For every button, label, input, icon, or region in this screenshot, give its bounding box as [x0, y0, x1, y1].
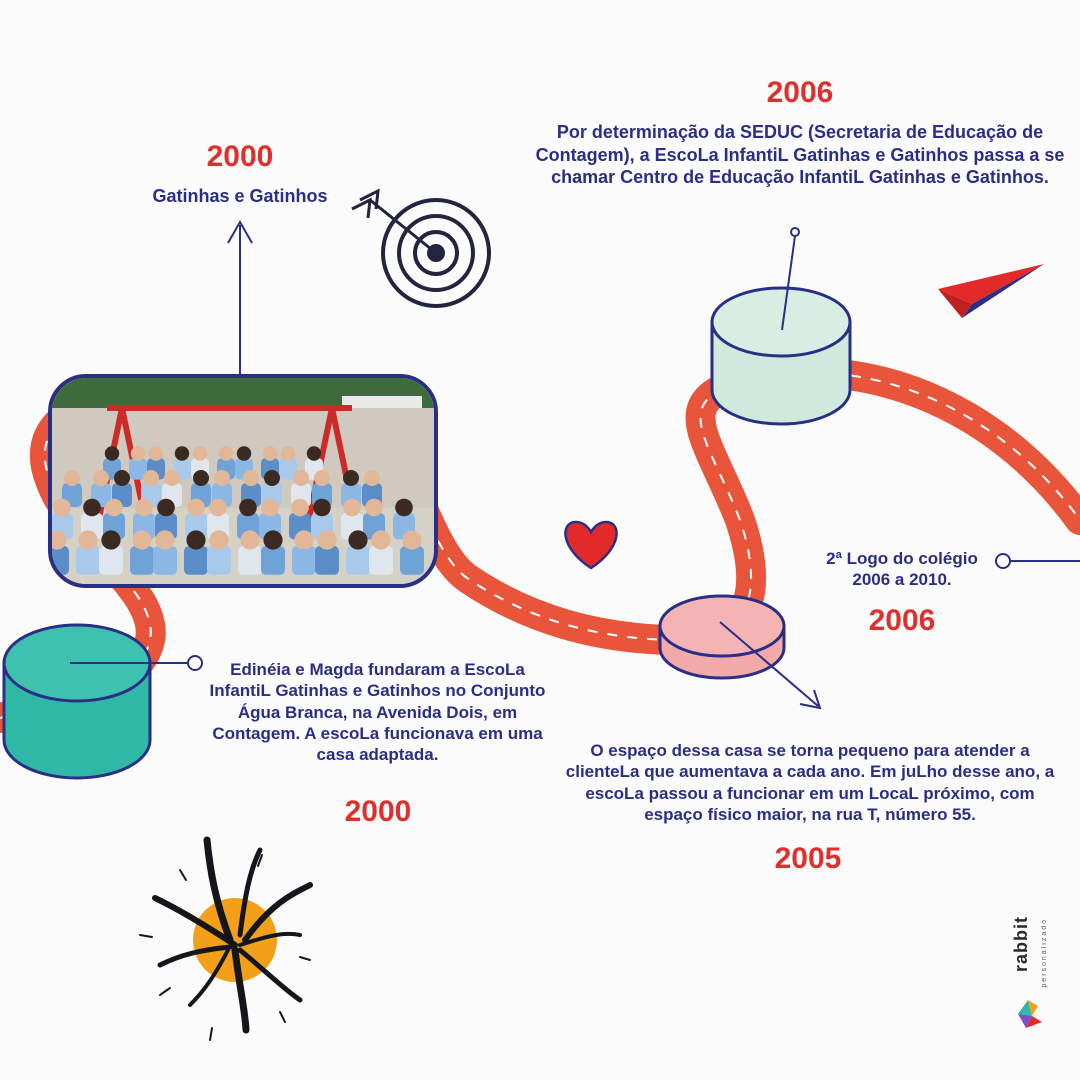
year-2006-logo: 2006: [868, 604, 936, 637]
child-body: [207, 546, 231, 575]
sun-burst-icon: [139, 836, 313, 1041]
child-head: [155, 530, 175, 550]
child-head: [164, 470, 180, 486]
child-head: [317, 530, 337, 550]
child-head: [157, 498, 175, 517]
child-head: [395, 498, 413, 517]
child-head: [130, 446, 146, 461]
child-head: [343, 470, 359, 486]
child-head: [148, 446, 164, 461]
child-head: [262, 446, 278, 461]
children-group: [52, 446, 424, 575]
child-head: [218, 446, 234, 461]
child-head: [52, 530, 67, 550]
pointer-2006-logo: [995, 553, 1080, 569]
milestone-2006-logo-text: 2ª Logo do colégio 2006 a 2010.: [826, 549, 978, 590]
child-head: [343, 498, 361, 517]
brand-logo: rabbit personalizado: [1002, 912, 1054, 1032]
child-head: [174, 446, 190, 461]
child-head: [261, 498, 279, 517]
child-head: [64, 470, 80, 486]
pointer-2000-found: [70, 655, 203, 671]
child-head: [294, 530, 314, 550]
rabbit-icon: [1018, 1000, 1042, 1028]
child-head: [209, 530, 229, 550]
child-head: [240, 530, 260, 550]
child-head: [243, 470, 259, 486]
target-icon: [351, 188, 491, 308]
milestone-2006-name-text: Por determinação da SEDUC (Secretaria de…: [535, 122, 1065, 187]
photo-illustration: [52, 378, 434, 584]
arrow-2005: [719, 621, 822, 710]
cylinder-pink: [658, 594, 786, 680]
child-head: [187, 498, 205, 517]
child-body: [279, 458, 297, 480]
child-body: [129, 458, 147, 480]
child-head: [209, 498, 227, 517]
child-head: [93, 470, 109, 486]
child-head: [83, 498, 101, 517]
child-body: [130, 546, 154, 575]
milestone-2000-found-text: Edinéia e Magda fundaram a EscoLa Infant…: [209, 660, 546, 764]
milestone-2000-name-text: Gatinhas e Gatinhos: [152, 186, 328, 206]
child-head: [264, 470, 280, 486]
child-body: [153, 546, 177, 575]
child-head: [105, 498, 123, 517]
child-body: [346, 546, 370, 575]
arrow-2000-name: [227, 219, 253, 378]
child-head: [364, 470, 380, 486]
year-2000-name: 2000: [206, 140, 274, 173]
child-head: [306, 446, 322, 461]
child-head: [192, 446, 208, 461]
child-head: [104, 446, 120, 461]
year-2000-found: 2000: [344, 795, 412, 828]
child-head: [53, 498, 71, 517]
child-head: [263, 530, 283, 550]
brand-tagline: personalizado: [1041, 918, 1048, 988]
child-head: [114, 470, 130, 486]
child-body: [184, 546, 208, 575]
child-head: [371, 530, 391, 550]
child-head: [280, 446, 296, 461]
child-head: [78, 530, 98, 550]
heart-icon: [564, 520, 618, 570]
child-head: [348, 530, 368, 550]
child-head: [293, 470, 309, 486]
milestone-2005-text: O espaço dessa casa se torna pequeno par…: [565, 741, 1055, 824]
child-head: [236, 446, 252, 461]
child-head: [101, 530, 121, 550]
child-body: [76, 546, 100, 575]
child-body: [315, 546, 339, 575]
brand-name: rabbit: [1011, 916, 1031, 973]
child-head: [132, 530, 152, 550]
child-head: [313, 498, 331, 517]
child-head: [314, 470, 330, 486]
child-body: [52, 546, 69, 575]
paper-plane-icon: [938, 264, 1044, 318]
pointer-2006-name: [781, 227, 800, 331]
child-head: [193, 470, 209, 486]
child-body: [238, 546, 262, 575]
child-body: [99, 546, 123, 575]
school-group-photo: [48, 374, 438, 588]
child-body: [369, 546, 393, 575]
child-head: [186, 530, 206, 550]
child-head: [402, 530, 422, 550]
child-head: [135, 498, 153, 517]
child-body: [400, 546, 424, 575]
child-body: [292, 546, 316, 575]
child-head: [291, 498, 309, 517]
child-head: [214, 470, 230, 486]
child-head: [365, 498, 383, 517]
child-head: [239, 498, 257, 517]
year-2006-name: 2006: [766, 76, 834, 109]
cylinder-teal: [2, 623, 152, 780]
child-head: [143, 470, 159, 486]
cylinder-mint: [710, 286, 852, 426]
year-2005: 2005: [774, 842, 842, 875]
child-body: [261, 546, 285, 575]
